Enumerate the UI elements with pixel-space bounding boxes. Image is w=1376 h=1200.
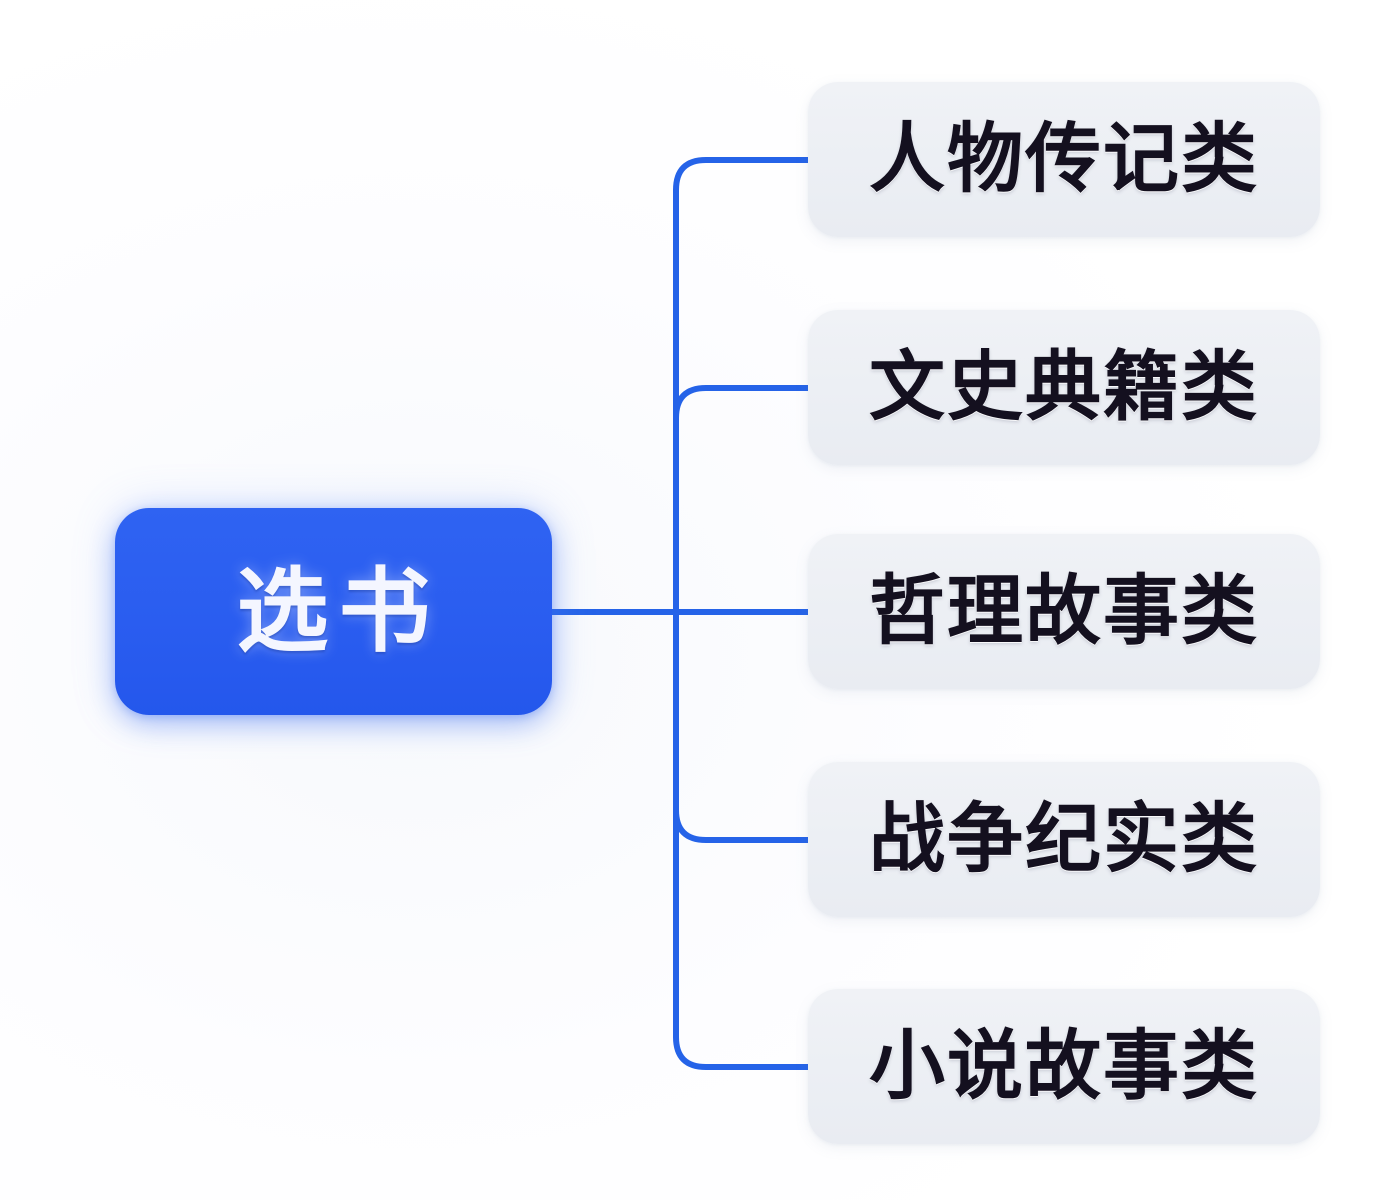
branch-node-5-label: 小说故事类 [869, 1023, 1259, 1109]
connector-branch-1 [673, 157, 811, 193]
branch-node-2[interactable]: 文史典籍类 [808, 310, 1320, 465]
branch-node-3[interactable]: 哲理故事类 [808, 534, 1320, 689]
branch-node-3-label: 哲理故事类 [869, 568, 1259, 654]
root-node-label: 选书 [236, 560, 441, 663]
root-node[interactable]: 选书 [115, 508, 552, 715]
connector-branch-4 [673, 807, 811, 843]
branch-node-4-label: 战争纪实类 [869, 796, 1259, 882]
connector-branch-2 [673, 385, 811, 421]
connector-branch-5 [673, 1034, 811, 1070]
branch-node-2-label: 文史典籍类 [869, 344, 1259, 430]
branch-node-1-label: 人物传记类 [869, 116, 1259, 202]
branch-node-5[interactable]: 小说故事类 [808, 989, 1320, 1144]
branch-node-4[interactable]: 战争纪实类 [808, 762, 1320, 917]
branch-node-1[interactable]: 人物传记类 [808, 82, 1320, 237]
